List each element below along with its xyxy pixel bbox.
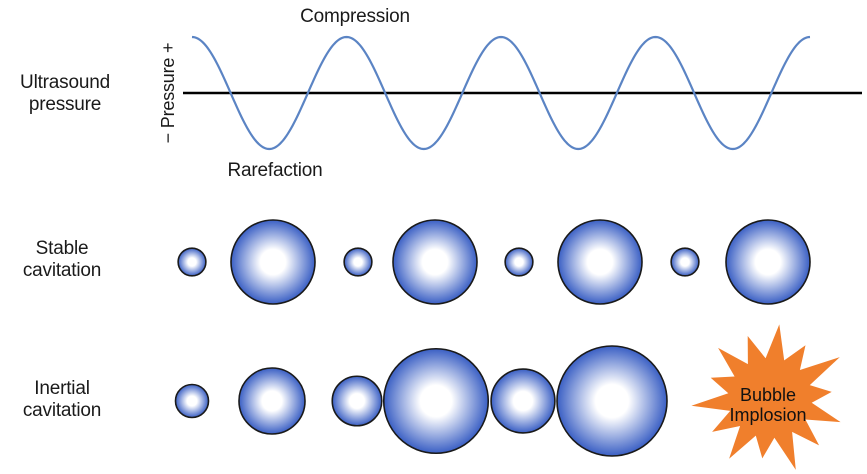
- inertial-bubble-3: [331, 375, 383, 427]
- stable-bubbles-group: [177, 219, 811, 305]
- stable-bubble-5: [504, 247, 534, 277]
- rarefaction-label: Rarefaction: [227, 160, 323, 181]
- stable-bubble-2: [230, 219, 316, 305]
- stable-bubble-8: [725, 219, 811, 305]
- stable-bubble-4: [392, 219, 478, 305]
- row-label-inertial-line2: cavitation: [22, 400, 102, 421]
- row-label-stable: Stable cavitation: [0, 238, 127, 282]
- bubble-implosion-burst: [691, 324, 841, 470]
- ultrasound-wave: [191, 35, 811, 151]
- implosion-label-line2: Implosion: [729, 405, 806, 425]
- row-label-ultrasound-line1: Ultrasound: [20, 72, 110, 93]
- row-label-stable-line2: cavitation: [22, 260, 102, 281]
- row-label-ultrasound: Ultrasound pressure: [0, 72, 130, 116]
- row-label-stable-line1: Stable: [35, 238, 89, 259]
- row-label-inertial: Inertial cavitation: [0, 378, 127, 422]
- pressure-axis-label: − Pressure +: [158, 42, 178, 144]
- implosion-label-line1: Bubble: [740, 385, 796, 405]
- inertial-bubble-4: [382, 347, 490, 455]
- row-label-ultrasound-line2: pressure: [28, 94, 102, 115]
- stable-bubble-7: [670, 247, 700, 277]
- inertial-bubble-1: [174, 383, 210, 419]
- stable-bubble-1: [177, 247, 207, 277]
- stable-bubble-3: [343, 247, 373, 277]
- inertial-bubbles-group: [174, 345, 668, 457]
- inertial-bubble-5: [490, 368, 556, 434]
- row-label-inertial-line1: Inertial: [34, 378, 90, 399]
- compression-label: Compression: [300, 6, 410, 27]
- stable-bubble-6: [557, 219, 643, 305]
- inertial-bubble-6: [556, 345, 668, 457]
- inertial-bubble-2: [238, 367, 306, 435]
